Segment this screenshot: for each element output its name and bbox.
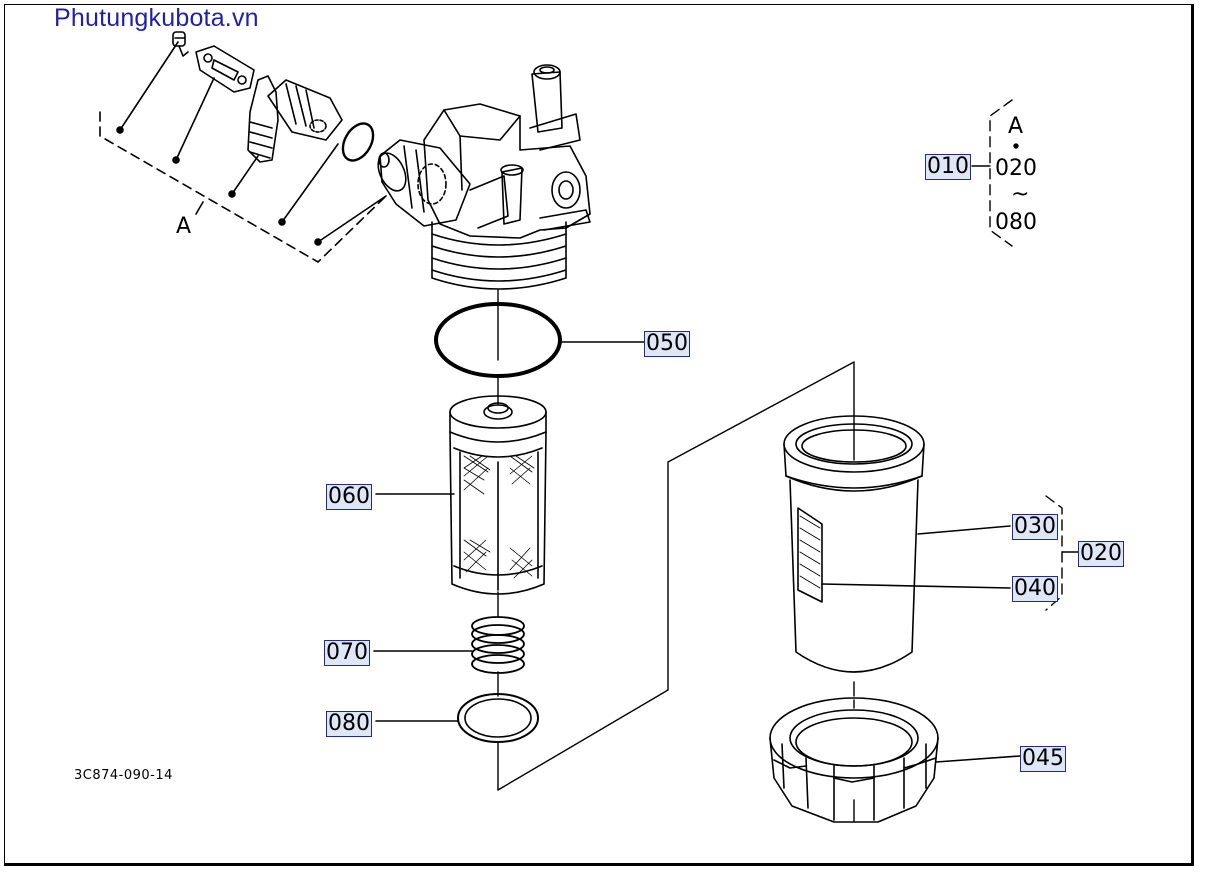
assembly-range-to: 080 <box>995 210 1037 235</box>
callout-010[interactable]: 010 <box>925 154 971 180</box>
cock-plug <box>267 79 343 141</box>
view-a-label: A <box>176 214 192 239</box>
filter-head-body <box>377 64 591 290</box>
o-ring-080 <box>457 693 539 743</box>
drawing-code: 3C874-090-14 <box>74 768 173 783</box>
callout-070[interactable]: 070 <box>324 640 370 666</box>
callout-045[interactable]: 045 <box>1020 746 1066 772</box>
view-a-group <box>99 31 387 263</box>
callout-060[interactable]: 060 <box>326 484 372 510</box>
diagram-frame <box>4 4 1194 866</box>
assembly-range-from: 020 <box>995 156 1037 181</box>
screw-part <box>172 31 189 57</box>
callout-080[interactable]: 080 <box>326 711 372 737</box>
gasket-plate <box>195 45 255 93</box>
bracket-010 <box>971 99 1019 247</box>
o-ring-050 <box>434 302 562 378</box>
filter-element-060 <box>449 395 547 595</box>
small-o-ring <box>341 122 375 162</box>
callout-030[interactable]: 030 <box>1012 514 1058 540</box>
assembly-range-tilde: ~ <box>1011 182 1030 207</box>
bracket-020 <box>1045 495 1079 611</box>
cock-lever <box>247 75 279 163</box>
ring-nut-045 <box>769 697 939 823</box>
assembly-link-line <box>497 361 855 791</box>
spring-070 <box>471 616 525 674</box>
assembly-view-label: A <box>1008 114 1024 139</box>
bowl-030 <box>783 415 925 673</box>
watermark-logo: Phutungkubota.vn <box>54 4 259 32</box>
callout-050[interactable]: 050 <box>644 331 690 357</box>
callout-040[interactable]: 040 <box>1012 576 1058 602</box>
callout-020[interactable]: 020 <box>1078 541 1124 567</box>
